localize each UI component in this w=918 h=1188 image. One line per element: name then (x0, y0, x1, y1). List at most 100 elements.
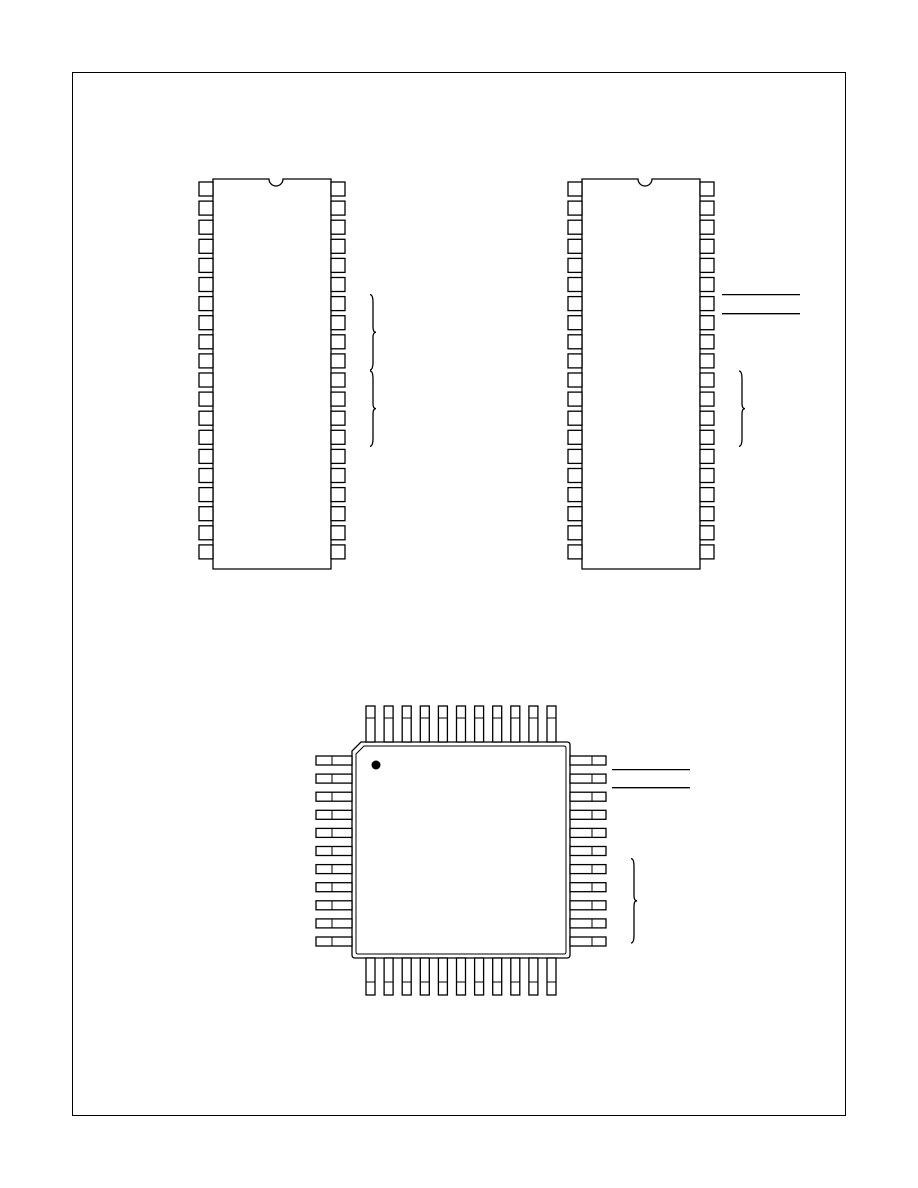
dip-pin-right (330, 544, 346, 560)
dip-pin-right (330, 238, 346, 254)
dip-pin-left (567, 276, 583, 293)
dip-pin-left (567, 257, 583, 274)
dip-pin-left (198, 544, 214, 560)
qfp-pin-left (315, 809, 353, 820)
qfp-pin-top (401, 705, 412, 743)
dip-pin-right (330, 467, 346, 484)
dip-pin-left (198, 486, 214, 503)
dip-pin-left (567, 391, 583, 407)
dip-pin-right (699, 295, 715, 312)
dip-pin-left (198, 525, 214, 541)
qfp-pin-left (315, 827, 353, 839)
dip-pin-left (567, 467, 583, 484)
qfp-body-outer (351, 741, 571, 959)
dip-pin-right (330, 181, 346, 197)
dip-pin-left (198, 429, 214, 445)
qfp-pin-bottom (383, 957, 394, 996)
qfp-package (315, 705, 690, 996)
dip-pin-right (330, 448, 346, 465)
dip-pin-left (567, 353, 583, 369)
dip-pin-left (567, 506, 583, 522)
pin1-marker (371, 760, 381, 770)
qfp-pin-bottom (365, 957, 376, 996)
qfp-pin-top (546, 705, 557, 743)
qfp-pin-left (315, 755, 353, 766)
dip-pin-left (567, 544, 583, 560)
dip-pin-left (567, 448, 583, 465)
dip-pin-right (699, 257, 715, 274)
dip-pin-right (699, 200, 715, 216)
qfp-pin-top (437, 705, 449, 743)
dip-pin-left (198, 506, 214, 522)
dip-pin-left (198, 372, 214, 388)
dip-pin-left (198, 276, 214, 293)
dip-pin-right (330, 372, 346, 388)
dip-pin-left (198, 448, 214, 465)
dip-pin-right (330, 391, 346, 407)
dip-pin-right (699, 372, 715, 388)
dip-pin-right (699, 506, 715, 522)
qfp-pin-right (569, 773, 607, 784)
qfp-pin-right (569, 863, 607, 875)
dip-pin-left (567, 372, 583, 388)
dip-pin-right (699, 448, 715, 465)
dip-pin-right (699, 219, 715, 235)
qfp-pin-left (315, 791, 353, 802)
dip-pin-right (330, 410, 346, 426)
dip-pin-right (699, 525, 715, 541)
dip-pin-left (567, 486, 583, 503)
dip-pin-right (699, 391, 715, 407)
qfp-pin-top (528, 705, 539, 743)
dip-pin-right (330, 315, 346, 331)
qfp-pin-right (569, 809, 607, 820)
qfp-pin-top (492, 705, 503, 743)
qfp-pin-left (315, 936, 353, 947)
qfp-pin-right (569, 936, 607, 947)
dip-pin-right (330, 486, 346, 503)
qfp-pin-top (383, 705, 394, 743)
dip-pin-right (699, 544, 715, 560)
page-border (72, 72, 846, 1116)
qfp-pin-left (315, 773, 353, 784)
qfp-pin-bottom (419, 957, 430, 996)
dip-pin-left (198, 391, 214, 407)
dip-package-left (198, 178, 377, 570)
qfp-pin-bottom (492, 957, 503, 996)
dip-pin-left (567, 429, 583, 445)
qfp-pin-right (569, 845, 607, 857)
qfp-pin-top (455, 705, 467, 743)
dip-pin-left (198, 467, 214, 484)
dip-pin-right (330, 506, 346, 522)
dip-body (212, 178, 332, 570)
dip-pin-right (699, 315, 715, 331)
dip-pin-left (567, 410, 583, 426)
qfp-pin-left (315, 918, 353, 929)
dip-pin-right (699, 353, 715, 369)
dip-pin-left (198, 353, 214, 369)
pin-group-brace (630, 857, 638, 944)
qfp-pin-left (315, 900, 353, 911)
dip-pin-left (198, 257, 214, 274)
dip-pin-left (567, 295, 583, 312)
qfp-pin-top (365, 705, 376, 743)
dip-pin-left (198, 238, 214, 254)
dip-pin-right (699, 276, 715, 293)
qfp-pin-right (569, 900, 607, 911)
dip-pin-right (330, 276, 346, 293)
dip-pin-right (330, 353, 346, 369)
dip-pin-right (330, 200, 346, 216)
qfp-pin-top (473, 705, 485, 743)
dip-pin-right (330, 334, 346, 350)
dip-pin-left (567, 334, 583, 350)
dip-pin-left (198, 315, 214, 331)
pin-group-brace (369, 370, 377, 447)
qfp-pin-bottom (528, 957, 539, 996)
dip-pin-left (198, 295, 214, 312)
pin-group-brace (369, 293, 377, 371)
qfp-pin-top (419, 705, 430, 743)
dip-pin-left (567, 200, 583, 216)
dip-pin-right (330, 219, 346, 235)
qfp-pin-bottom (546, 957, 557, 996)
qfp-pin-bottom (437, 957, 449, 996)
